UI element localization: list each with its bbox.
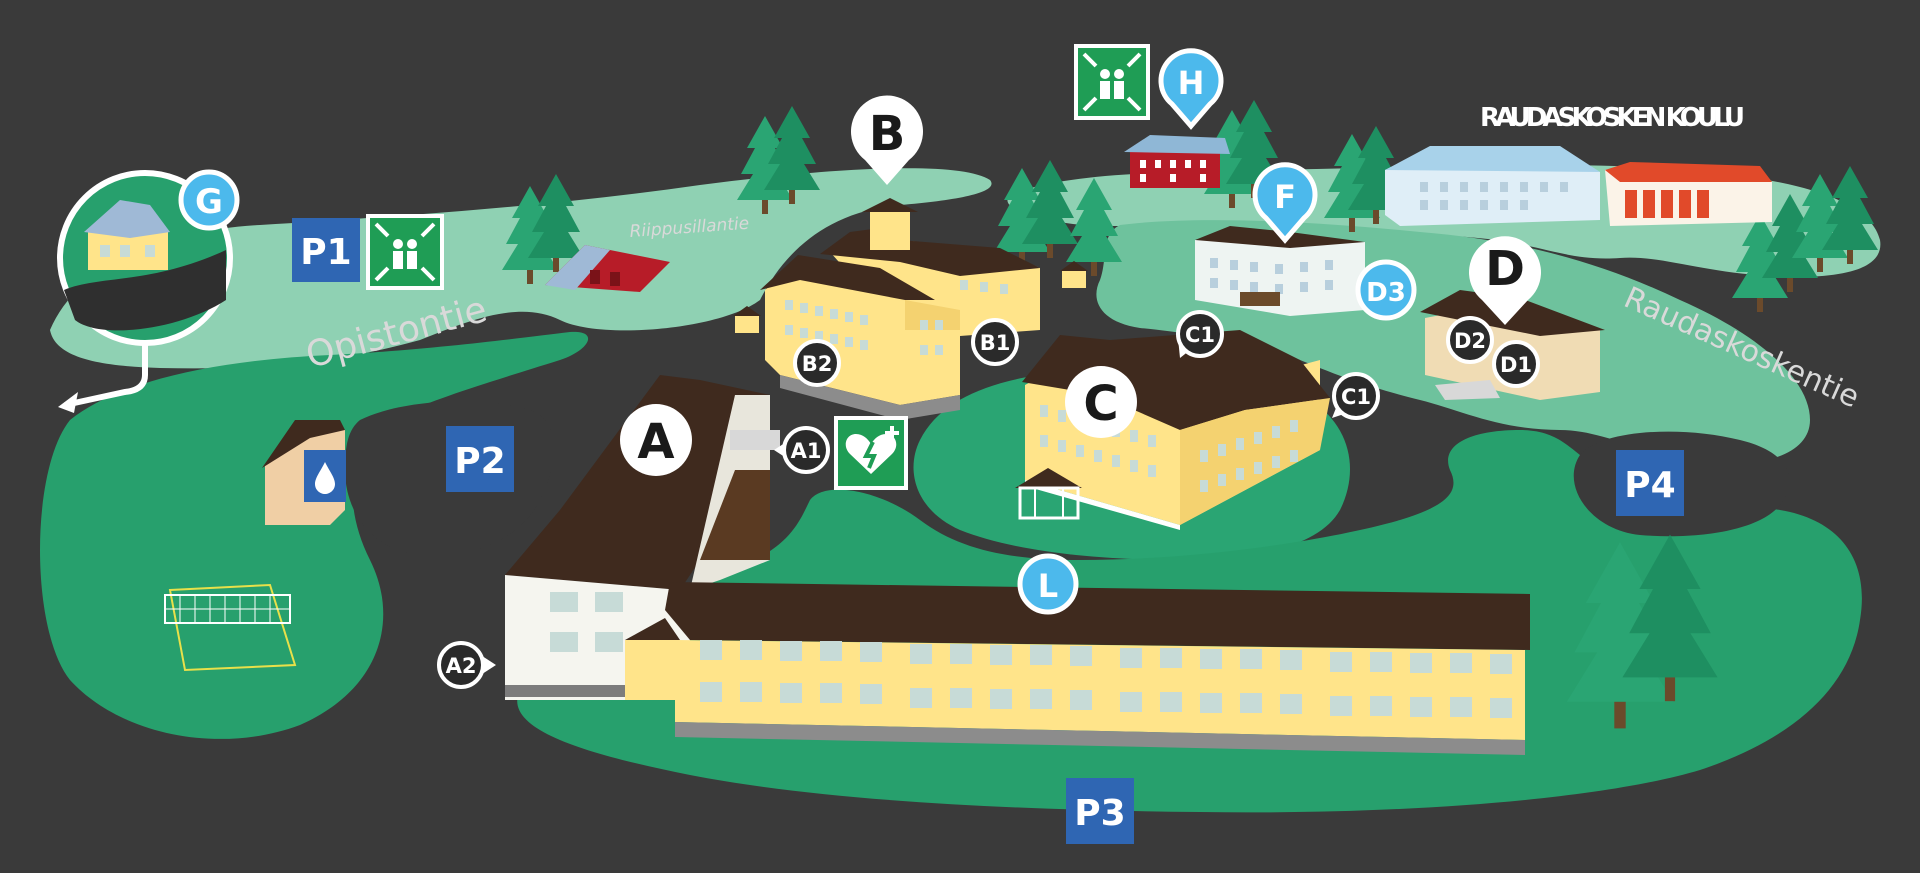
entrance-label-b2: B2 <box>802 352 833 376</box>
map-pin-a[interactable]: A <box>620 404 692 476</box>
school-name-label: RAUDASKOSKEN KOULU <box>1480 103 1745 133</box>
barn-building <box>545 245 670 292</box>
entrance-label-a1: A1 <box>791 439 822 463</box>
entrance-marker-d1[interactable]: D1 <box>1492 340 1540 388</box>
volleyball-court <box>164 583 297 672</box>
map-pin-d[interactable]: D <box>1469 236 1542 325</box>
parking-label-p1: P1 <box>300 232 351 273</box>
pin-label-d3: D3 <box>1366 278 1406 308</box>
map-pin-g[interactable]: G <box>178 169 240 231</box>
parking-sign-p1[interactable]: P1 <box>292 218 360 282</box>
entrance-marker-b1[interactable]: B1 <box>971 318 1019 366</box>
pin-label-h: H <box>1178 64 1205 102</box>
parking-sign-p4[interactable]: P4 <box>1616 450 1684 516</box>
entrance-marker-a2[interactable]: A2 <box>437 641 496 689</box>
map-pin-b[interactable]: B <box>851 95 923 185</box>
map-pin-d3[interactable]: D3 <box>1355 259 1417 321</box>
gazebo <box>1015 468 1082 520</box>
pin-label-a: A <box>637 414 674 470</box>
entrance-label-d1: D1 <box>1500 353 1532 377</box>
parking-label-p2: P2 <box>454 441 505 482</box>
pin-label-g: G <box>195 182 223 222</box>
parking-label-p4: P4 <box>1624 465 1675 506</box>
pin-label-b: B <box>869 106 906 162</box>
shed <box>733 261 1088 333</box>
parking-sign-p3[interactable]: P3 <box>1066 778 1134 844</box>
school-building <box>1385 146 1772 226</box>
pin-label-l: L <box>1038 567 1058 605</box>
entrance-marker-d2[interactable]: D2 <box>1446 316 1494 364</box>
defibrillator-icon[interactable] <box>834 416 908 490</box>
building-l <box>625 582 1530 755</box>
entrance-marker-c1-right[interactable]: C1 <box>1332 372 1380 420</box>
map-pin-f[interactable]: F <box>1252 162 1318 244</box>
map-pin-c[interactable]: C <box>1065 366 1137 438</box>
parking-label-p3: P3 <box>1074 793 1125 834</box>
water-drop-icon[interactable] <box>304 450 346 502</box>
pin-label-f: F <box>1274 178 1296 216</box>
building-f <box>1195 226 1365 316</box>
pin-label-c: C <box>1083 376 1118 432</box>
entrance-label-a2: A2 <box>446 654 477 678</box>
entrance-label-b1: B1 <box>980 331 1011 355</box>
pin-label-d: D <box>1485 241 1525 297</box>
parking-sign-p2[interactable]: P2 <box>446 426 514 492</box>
map-pin-l[interactable]: L <box>1017 553 1079 615</box>
map-pin-h[interactable]: H <box>1158 48 1224 130</box>
building-h-house <box>1124 135 1230 188</box>
entrance-label-d2: D2 <box>1454 329 1486 353</box>
entrance-marker-b2[interactable]: B2 <box>793 339 841 387</box>
entrance-label-c1-right: C1 <box>1341 385 1371 409</box>
entrance-marker-a1[interactable]: A1 <box>774 426 830 474</box>
assembly-point-icon[interactable] <box>366 214 444 290</box>
entrance-marker-c1-left[interactable]: C1 <box>1176 310 1224 358</box>
assembly-point-icon[interactable] <box>1074 44 1150 120</box>
entrance-label-c1-left: C1 <box>1185 323 1215 347</box>
grass-area-west <box>40 331 589 739</box>
